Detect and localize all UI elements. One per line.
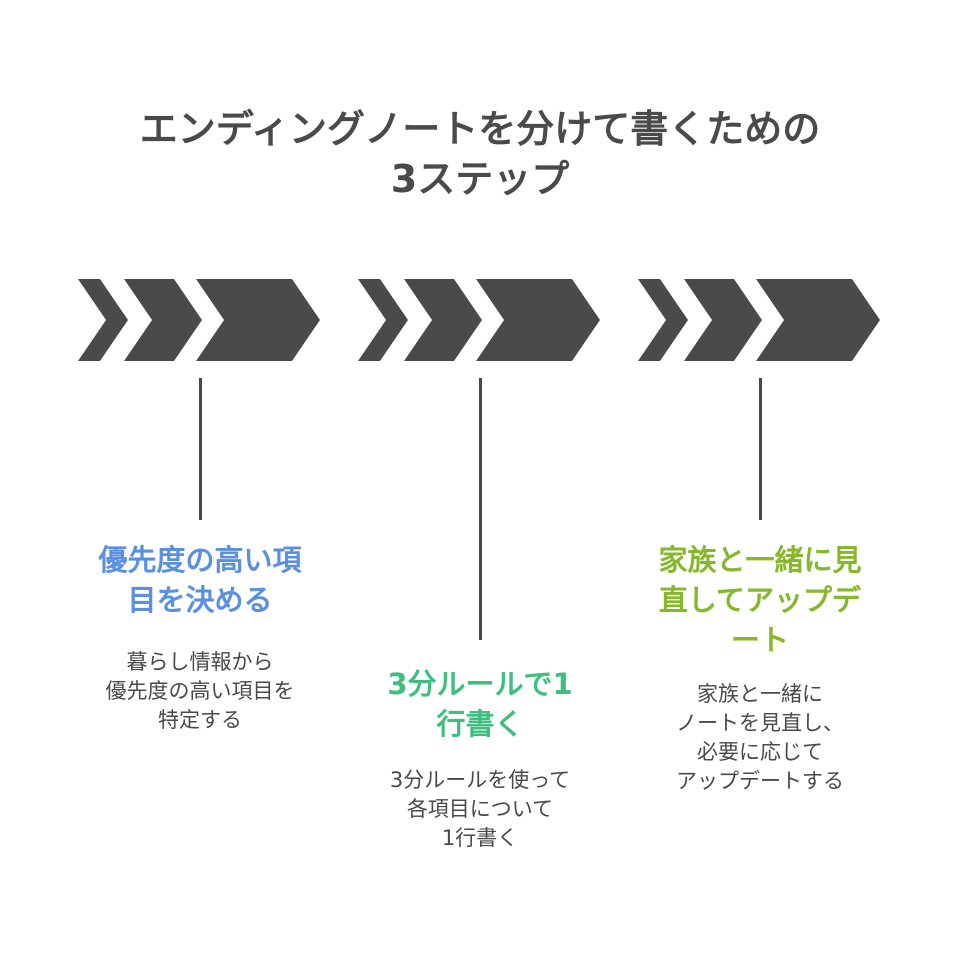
step-2-desc-line-2: 各項目について [406,797,554,821]
step-3-description: 家族と一緒に ノートを見直し、 必要に応じて アップデートする [620,680,900,796]
chevron-3b [684,279,762,361]
step-1-desc-line-1: 暮らし情報から [126,650,274,674]
step-2-desc-line-3: 1行書く [441,826,519,850]
chevron-2b [404,279,482,361]
step-1-desc-line-2: 優先度の高い項目を [105,679,295,703]
connector-line-3 [759,378,762,520]
step-3-title-line-2: 直してアップデ [658,583,862,617]
connector-line-1 [199,378,202,520]
step-3-title-line-1: 家族と一緒に見 [658,543,862,577]
step-3-desc-line-2: ノートを見直し、 [676,711,844,735]
step-2-title-line-2: 行書く [436,707,524,741]
connector-line-2 [479,378,482,640]
step-3-desc-line-1: 家族と一緒に [697,682,823,706]
step-1-description: 暮らし情報から 優先度の高い項目を 特定する [60,648,340,735]
step-2-title: 3分ルールで1 行書く [340,664,620,744]
step-1-desc-line-3: 特定する [158,708,242,732]
step-1-title-line-1: 優先度の高い項 [98,543,302,577]
chevron-3c [756,279,880,361]
chevron-1b [124,279,202,361]
step-2-description: 3分ルールを使って 各項目について 1行書く [340,766,620,853]
step-3-desc-line-3: 必要に応じて [697,740,823,764]
chevron-group-1 [78,279,320,361]
step-1-title-line-2: 目を決める [127,583,273,617]
chevron-3a [638,279,688,361]
chevron-group-2 [358,279,600,361]
title-line-2: 3ステップ [390,157,570,201]
chevron-2c [476,279,600,361]
step-3-desc-line-4: アップデートする [676,769,844,793]
diagram-title: エンディングノートを分けて書くための 3ステップ [0,104,960,204]
chevron-1c [196,279,320,361]
step-2-title-line-1: 3分ルールで1 [387,667,573,701]
chevron-2a [358,279,408,361]
chevron-group-3 [638,279,880,361]
title-line-1: エンディングノートを分けて書くための [139,107,821,151]
step-2-desc-line-1: 3分ルールを使って [389,768,571,792]
chevron-1a [78,279,128,361]
step-3-title: 家族と一緒に見 直してアップデ ート [620,540,900,660]
step-1-title: 優先度の高い項 目を決める [60,540,340,620]
step-3-title-line-3: ート [730,623,789,657]
